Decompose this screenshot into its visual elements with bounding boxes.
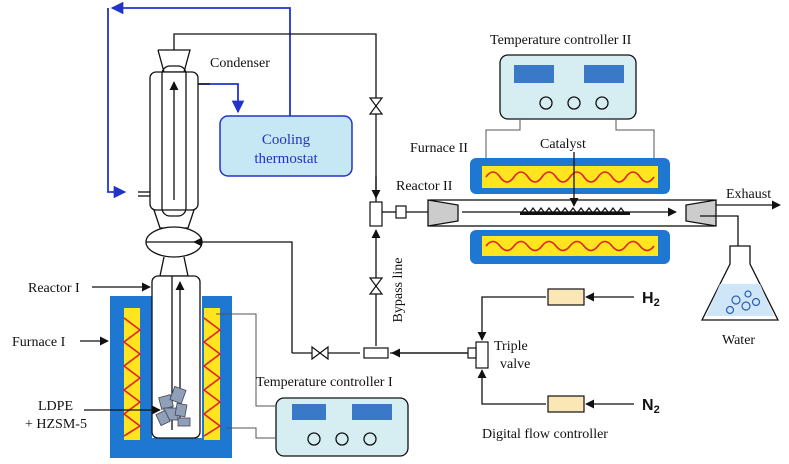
n2-flow-meter [547,395,585,413]
ldpe-label-1: LDPE [38,399,73,414]
catalyst-bed [520,207,630,215]
tee-junction [363,347,389,359]
bypass-line-label: Bypass line [391,258,406,323]
tc1-wires [216,313,276,439]
triple-valve-label-2: valve [500,357,530,372]
cooling-label-2: thermostat [254,151,318,167]
tc1-knob-3 [363,432,377,446]
furnace-1 [110,296,232,458]
tc2-wires [485,119,655,172]
catalyst-label: Catalyst [540,137,586,152]
cooling-thermostat-box [219,115,353,177]
water-flask [700,245,780,321]
water-label: Water [722,333,755,348]
reactor-1-label: Reactor I [28,281,80,296]
temp-controller-1-label: Temperature controller I [256,375,393,390]
condenser-label: Condenser [210,56,270,71]
tc1-display-right [352,404,392,420]
tc2-knob-2 [567,96,581,110]
ldpe-label-2: + HZSM-5 [25,417,87,432]
digital-flow-controller-label: Digital flow controller [482,427,608,442]
tc2-knob-3 [595,96,609,110]
bypass-junction [369,201,383,227]
exhaust-label: Exhaust [726,187,771,202]
gas-supply-lines [477,292,634,409]
vapor-line [173,33,377,202]
temp-controller-2 [499,54,637,120]
condenser [138,49,210,277]
tc1-display-left [292,404,326,420]
feed-lines [292,229,470,354]
reactor-1 [151,275,201,439]
furnace-2-top [470,158,670,194]
return-line [193,237,293,353]
temp-controller-2-label: Temperature controller II [490,33,632,48]
n2-label: N2 [642,397,660,416]
tc1-knob-1 [307,432,321,446]
furnace-1-label: Furnace I [12,335,66,350]
triple-valve-port [467,347,477,359]
furnace-2-bottom [470,230,670,264]
tc2-knob-1 [539,96,553,110]
tc2-display-left [514,65,554,83]
triple-valve-label-1: Triple [494,339,528,354]
feed-valve [311,345,329,361]
h2-flow-meter [547,288,585,306]
tc2-display-right [584,65,624,83]
upper-bypass-valve [368,97,384,115]
cooling-label-1: Cooling [262,132,311,148]
furnace-2-label: Furnace II [410,141,468,156]
h2-label: H2 [642,290,660,309]
triple-valve [475,341,489,369]
reactor-2-inlet-port [395,205,407,219]
lower-bypass-valve [368,277,384,295]
tc1-knob-2 [335,432,349,446]
reactor-2-label: Reactor II [396,179,453,194]
